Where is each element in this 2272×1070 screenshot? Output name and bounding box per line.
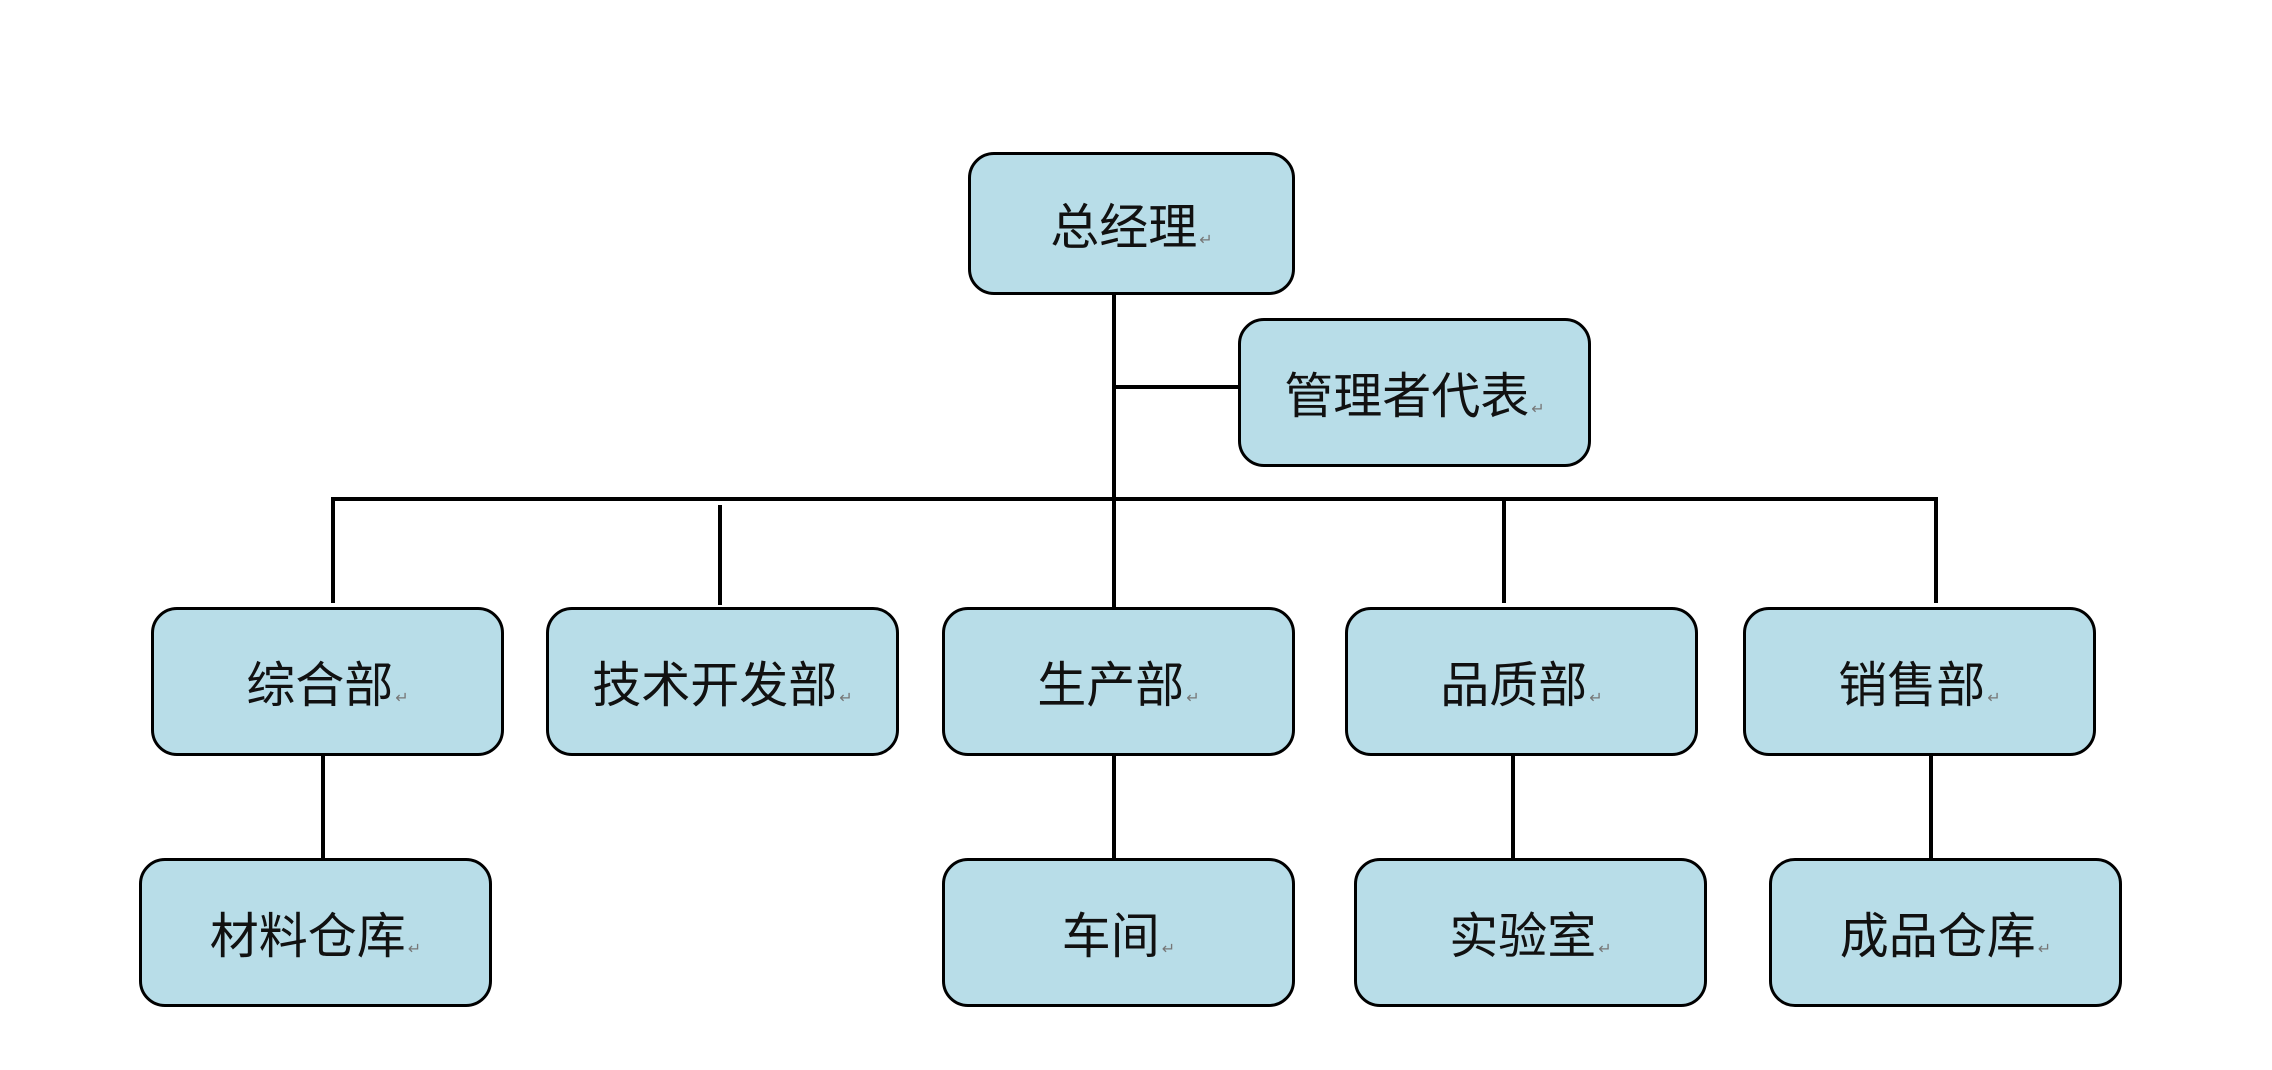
connector-dept-5-drop: [1934, 497, 1938, 603]
node-label: 品质部: [1440, 657, 1588, 714]
paragraph-mark: ↵: [395, 688, 409, 707]
paragraph-mark: ↵: [2037, 939, 2052, 958]
paragraph-mark: ↵: [1186, 688, 1200, 707]
paragraph-mark: ↵: [1598, 939, 1612, 958]
paragraph-mark: ↵: [1199, 230, 1213, 249]
connector-top-trunk: [1112, 295, 1116, 607]
connector-dept-4-child: [1511, 755, 1515, 863]
node-department-rnd: 技术开发部↵: [546, 607, 899, 756]
paragraph-mark: ↵: [1987, 688, 2001, 707]
paragraph-mark: ↵: [1531, 399, 1545, 418]
node-department-production: 生产部↵: [942, 607, 1295, 756]
connector-dept-1-child: [321, 755, 325, 863]
node-label: 材料仓库: [209, 908, 406, 965]
node-general-manager: 总经理↵: [968, 152, 1295, 295]
connector-dept-1-drop: [331, 497, 335, 603]
node-label: 管理者代表: [1284, 368, 1530, 425]
node-label: 生产部: [1037, 657, 1185, 714]
node-label: 销售部: [1838, 657, 1986, 714]
node-department-general-affairs: 综合部↵: [151, 607, 504, 756]
paragraph-mark: ↵: [407, 939, 422, 958]
paragraph-mark: ↵: [1589, 688, 1603, 707]
node-label: 车间: [1061, 908, 1160, 965]
node-materials-warehouse: 材料仓库↵: [139, 858, 492, 1007]
node-department-quality: 品质部↵: [1345, 607, 1698, 756]
connector-dept-2-drop: [718, 505, 722, 605]
node-department-sales: 销售部↵: [1743, 607, 2096, 756]
connector-department-bus: [331, 497, 1938, 501]
node-laboratory: 实验室↵: [1354, 858, 1707, 1007]
node-label: 成品仓库: [1839, 908, 2036, 965]
node-label: 总经理: [1050, 199, 1198, 256]
node-label: 实验室: [1449, 908, 1597, 965]
node-label: 综合部: [246, 657, 394, 714]
connector-deputy-branch: [1114, 385, 1240, 389]
connector-dept-4-drop: [1502, 497, 1506, 603]
node-label: 技术开发部: [592, 657, 838, 714]
paragraph-mark: ↵: [839, 688, 853, 707]
connector-dept-5-child: [1929, 755, 1933, 863]
paragraph-mark: ↵: [1161, 939, 1176, 958]
node-management-representative: 管理者代表↵: [1238, 318, 1591, 467]
node-workshop: 车间↵: [942, 858, 1295, 1007]
connector-dept-3-child: [1112, 755, 1116, 863]
node-finished-goods-warehouse: 成品仓库↵: [1769, 858, 2122, 1007]
